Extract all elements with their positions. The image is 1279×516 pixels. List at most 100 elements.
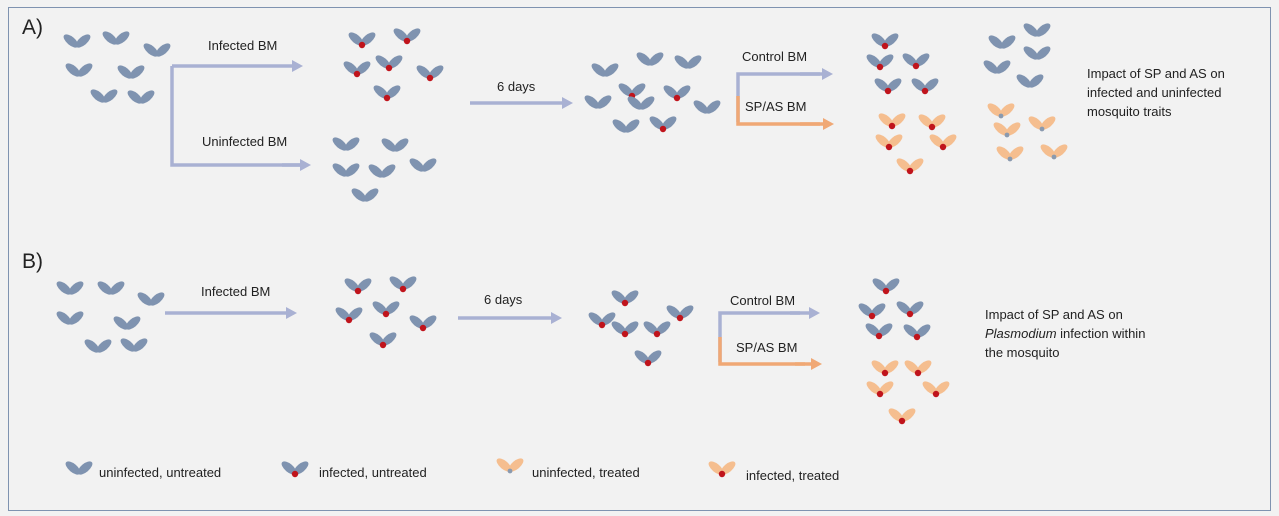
- wing-right: [883, 360, 899, 374]
- panel-b-description: Impact of SP and AS on Plasmodium infect…: [985, 305, 1155, 362]
- wing-right: [102, 89, 118, 103]
- wing-left: [983, 60, 999, 74]
- wing-right: [1040, 116, 1056, 130]
- wing-right: [421, 315, 437, 329]
- infection-dot: [885, 143, 893, 151]
- wing-left: [866, 381, 882, 395]
- wing-left: [343, 61, 359, 75]
- mosquito-uninfected-untreated: [591, 63, 619, 77]
- infection-dot: [659, 125, 667, 133]
- mosquito-infected-untreated: [393, 28, 421, 45]
- mosquito-infected-treated: [878, 113, 906, 130]
- wing-left: [875, 134, 891, 148]
- infection-dot: [921, 87, 929, 95]
- infection-dot: [881, 42, 889, 50]
- wing-left: [591, 63, 607, 77]
- mosquito-infected-untreated: [865, 323, 893, 340]
- wing-left: [127, 90, 143, 104]
- wing-right: [1052, 144, 1068, 158]
- mosquito-uninfected-treated: [987, 103, 1015, 119]
- wing-left: [708, 461, 724, 475]
- wing-right: [139, 90, 155, 104]
- mosquito-infected-untreated: [911, 78, 939, 95]
- mosquito-uninfected-untreated: [627, 96, 655, 110]
- wing-right: [720, 461, 736, 475]
- wing-left: [117, 65, 133, 79]
- wing-left: [858, 303, 874, 317]
- panel-b-description-post: infection within the mosquito: [985, 326, 1146, 360]
- treated-connector-a: [736, 96, 820, 126]
- wing-right: [705, 100, 721, 114]
- wing-right: [623, 321, 639, 335]
- panel-a-label: A): [22, 16, 43, 39]
- mosquito-infected-untreated: [348, 32, 376, 49]
- wing-left: [612, 119, 628, 133]
- mosquito-uninfected-untreated: [137, 292, 165, 306]
- infection-dot: [928, 123, 936, 131]
- mosquito-infected-treated: [904, 360, 932, 377]
- mosquito-infected-treated: [871, 360, 899, 377]
- arrow-infected-bm-b: [165, 307, 297, 319]
- mosquito-infected-treated: [888, 408, 916, 425]
- panel-a-description: Impact of SP and AS on infected and unin…: [1087, 66, 1225, 119]
- mosquito-infected-treated: [866, 381, 894, 398]
- wing-left: [929, 134, 945, 148]
- wing-right: [428, 65, 444, 79]
- wing-left: [993, 122, 1009, 136]
- wing-right: [600, 312, 616, 326]
- infection-dot: [383, 94, 391, 102]
- wing-left: [871, 33, 887, 47]
- mosquito-uninfected-untreated: [90, 89, 118, 103]
- panel-a-uninfected-bm-label: Uninfected BM: [202, 134, 288, 149]
- wing-left: [90, 89, 106, 103]
- mosquito-infected-untreated: [373, 85, 401, 102]
- arrow-head: [823, 118, 834, 130]
- wing-left: [874, 78, 890, 92]
- wing-right: [914, 53, 930, 67]
- wing-right: [363, 188, 379, 202]
- wing-left: [996, 146, 1012, 160]
- wing-left: [496, 458, 512, 472]
- infection-dot: [868, 312, 876, 320]
- mosquito-infected-untreated: [871, 33, 899, 50]
- wing-left: [866, 54, 882, 68]
- wing-left: [1023, 23, 1039, 37]
- mosquito-uninfected-untreated: [97, 281, 125, 295]
- mosquito-uninfected-treated: [996, 146, 1024, 162]
- wing-left: [666, 305, 682, 319]
- body-dot: [507, 468, 513, 474]
- wing-left: [872, 278, 888, 292]
- infection-dot: [644, 359, 652, 367]
- wing-right: [603, 63, 619, 77]
- wing-right: [393, 138, 409, 152]
- wing-right: [878, 54, 894, 68]
- mosquito-uninfected-untreated: [65, 461, 93, 475]
- wing-left: [663, 85, 679, 99]
- wing-right: [1035, 23, 1051, 37]
- mosquito-infected-untreated: [281, 461, 309, 478]
- infection-dot: [875, 332, 883, 340]
- mosquito-infected-untreated: [344, 278, 372, 295]
- treated-connector-b: [718, 337, 805, 366]
- wing-left: [281, 461, 297, 475]
- mosquito-uninfected-untreated: [988, 35, 1016, 49]
- wing-left: [372, 301, 388, 315]
- mosquito-infected-treated: [875, 134, 903, 151]
- wing-right: [149, 292, 165, 306]
- wing-left: [611, 321, 627, 335]
- mosquito-uninfected-untreated: [117, 65, 145, 79]
- wing-left: [1016, 74, 1032, 88]
- infection-dot: [876, 63, 884, 71]
- mosquito-infected-untreated: [866, 54, 894, 71]
- wing-right: [96, 339, 112, 353]
- infection-dot: [884, 87, 892, 95]
- wing-left: [634, 350, 650, 364]
- wing-right: [360, 32, 376, 46]
- infection-dot: [653, 330, 661, 338]
- mosquito-infected-untreated: [872, 278, 900, 295]
- wing-left: [56, 281, 72, 295]
- wing-left: [332, 137, 348, 151]
- wing-right: [384, 301, 400, 315]
